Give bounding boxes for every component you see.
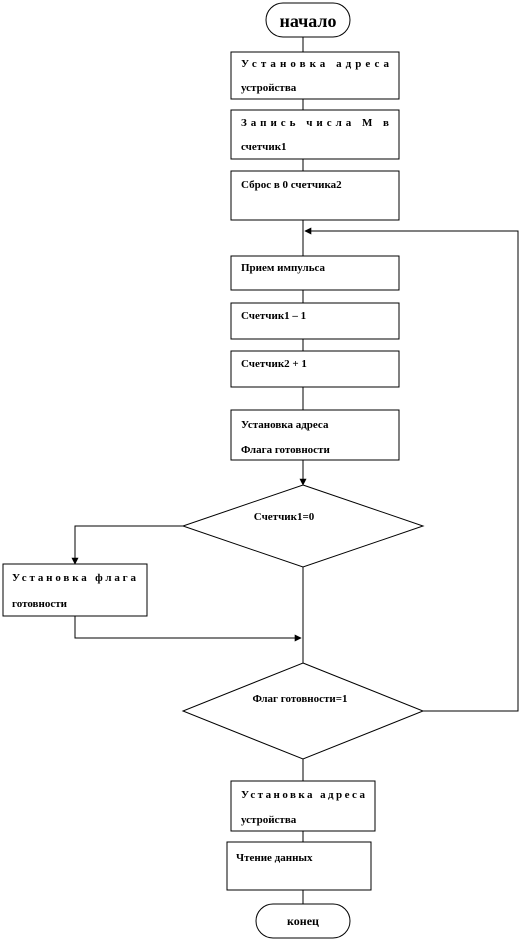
start-terminal	[265, 2, 351, 38]
set-flag-address-line2: Флага готовности	[241, 444, 330, 456]
set-ready-flag-step	[2, 563, 148, 617]
set-device-address-2-line2: устройства	[241, 814, 297, 826]
start-label: начало	[279, 11, 336, 31]
counter1-zero-decision	[181, 484, 425, 568]
set-device-address-line1: Установка адреса	[241, 58, 390, 70]
ready-flag-one-decision	[181, 662, 425, 760]
set-device-address-line2: устройства	[241, 82, 297, 94]
set-flag-address-step	[230, 409, 400, 461]
receive-pulse-step	[230, 255, 400, 291]
read-data-step	[226, 841, 372, 891]
set-device-address-step-2	[230, 780, 376, 832]
set-flag-address-line1: Установка адреса	[241, 419, 329, 431]
set-device-address-step	[230, 51, 400, 100]
set-ready-flag-line2: готовности	[12, 598, 68, 610]
connector-lines	[71, 37, 519, 904]
set-ready-flag-line1: Установка флага	[12, 572, 137, 584]
counter2-plus-label: Счетчик2 + 1	[241, 358, 307, 370]
receive-pulse-label: Прием импульса	[241, 262, 326, 274]
write-m-counter1-line2: счетчик1	[241, 141, 287, 153]
ready-flag-one-label: Флаг готовности=1	[252, 693, 347, 705]
end-terminal	[255, 903, 351, 939]
counter2-plus-step	[230, 350, 400, 388]
set-device-address-2-line1: Установка адреса	[241, 789, 366, 801]
reset-counter2-step	[230, 170, 400, 221]
end-label: конец	[287, 914, 319, 928]
counter1-minus-step	[230, 302, 400, 340]
write-m-counter1-step	[230, 109, 400, 160]
reset-counter2-label: Сброс в 0 счетчика2	[241, 179, 342, 191]
counter1-zero-label: Счетчик1=0	[254, 511, 315, 523]
read-data-label: Чтение данных	[236, 852, 313, 864]
counter1-minus-label: Счетчик1 – 1	[241, 310, 306, 322]
